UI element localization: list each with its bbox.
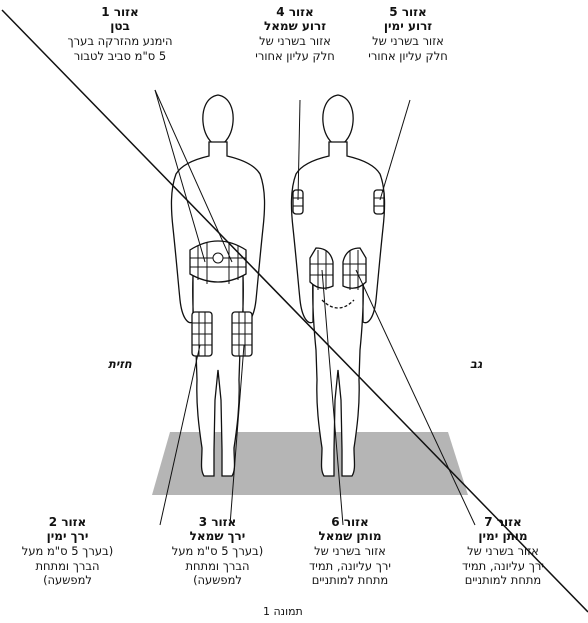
zone4-name: זרוע שמאל: [240, 19, 350, 33]
zone2-label: אזור 2 ירך ימין (בערך 5 ס"מ מעל הברך ומת…: [5, 515, 130, 588]
zone1-desc-line2: 5 ס"מ סביב לטבור: [55, 50, 185, 64]
zone5-label: אזור 5 זרוע ימין אזור בשרני של חלק עליון…: [348, 5, 468, 63]
zone4-desc-line2: חלק עליון אחורי: [240, 50, 350, 64]
zone7-label: אזור 7 מותן ימין אזור בשרני של ירך עליונ…: [438, 515, 568, 588]
zone2-desc-line1: (בערך 5 ס"מ מעל: [5, 545, 130, 559]
front-abdomen-zone: [190, 241, 246, 284]
zone5-name: זרוע ימין: [348, 19, 468, 33]
zone4-label: אזור 4 זרוע שמאל אזור בשרני של חלק עליון…: [240, 5, 350, 63]
zone5-title: אזור 5: [348, 5, 468, 19]
zone3-title: אזור 3: [155, 515, 280, 529]
zone3-desc-line2: הברך ומתחת: [155, 560, 280, 574]
zone3-desc-line1: (בערך 5 ס"מ מעל: [155, 545, 280, 559]
zone7-desc-line2: ירך עליונה, תמיד: [438, 560, 568, 574]
zone3-name: ירך שמאל: [155, 529, 280, 543]
zone4-desc-line1: אזור בשרני של: [240, 35, 350, 49]
zone2-title: אזור 2: [5, 515, 130, 529]
back-body-figure: [291, 95, 384, 476]
zone2-desc-line3: למפשעה): [5, 574, 130, 588]
zone5-desc-line1: אזור בשרני של: [348, 35, 468, 49]
zone7-name: מותן ימין: [438, 529, 568, 543]
zone6-desc-line3: מתחת למותניים: [290, 574, 410, 588]
zone1-desc-line1: הימנע מהזרקה בערך: [55, 35, 185, 49]
zone7-title: אזור 7: [438, 515, 568, 529]
back-side-label: גב: [470, 357, 482, 371]
zone4-title: אזור 4: [240, 5, 350, 19]
zone3-label: אזור 3 ירך שמאל (בערך 5 ס"מ מעל הברך ומת…: [155, 515, 280, 588]
zone7-desc-line3: מתחת למותניים: [438, 574, 568, 588]
floor-mat: [152, 432, 468, 495]
zone6-desc-line1: אזור בשרני של: [290, 545, 410, 559]
zone1-label: אזור 1 בטן הימנע מהזרקה בערך 5 ס"מ סביב …: [55, 5, 185, 63]
zone6-title: אזור 6: [290, 515, 410, 529]
zone7-desc-line1: אזור בשרני של: [438, 545, 568, 559]
zone6-name: מותן שמאל: [290, 529, 410, 543]
zone6-desc-line2: ירך עליונה, תמיד: [290, 560, 410, 574]
zone1-name: בטן: [55, 19, 185, 33]
zone3-desc-line3: למפשעה): [155, 574, 280, 588]
zone1-title: אזור 1: [55, 5, 185, 19]
figure-caption: תמונה 1: [263, 605, 303, 618]
front-side-label: חזית: [108, 357, 132, 371]
front-body-figure: [171, 95, 264, 476]
zone2-desc-line2: הברך ומתחת: [5, 560, 130, 574]
zone6-label: אזור 6 מותן שמאל אזור בשרני של ירך עליונ…: [290, 515, 410, 588]
zone2-name: ירך ימין: [5, 529, 130, 543]
zone5-desc-line2: חלק עליון אחורי: [348, 50, 468, 64]
